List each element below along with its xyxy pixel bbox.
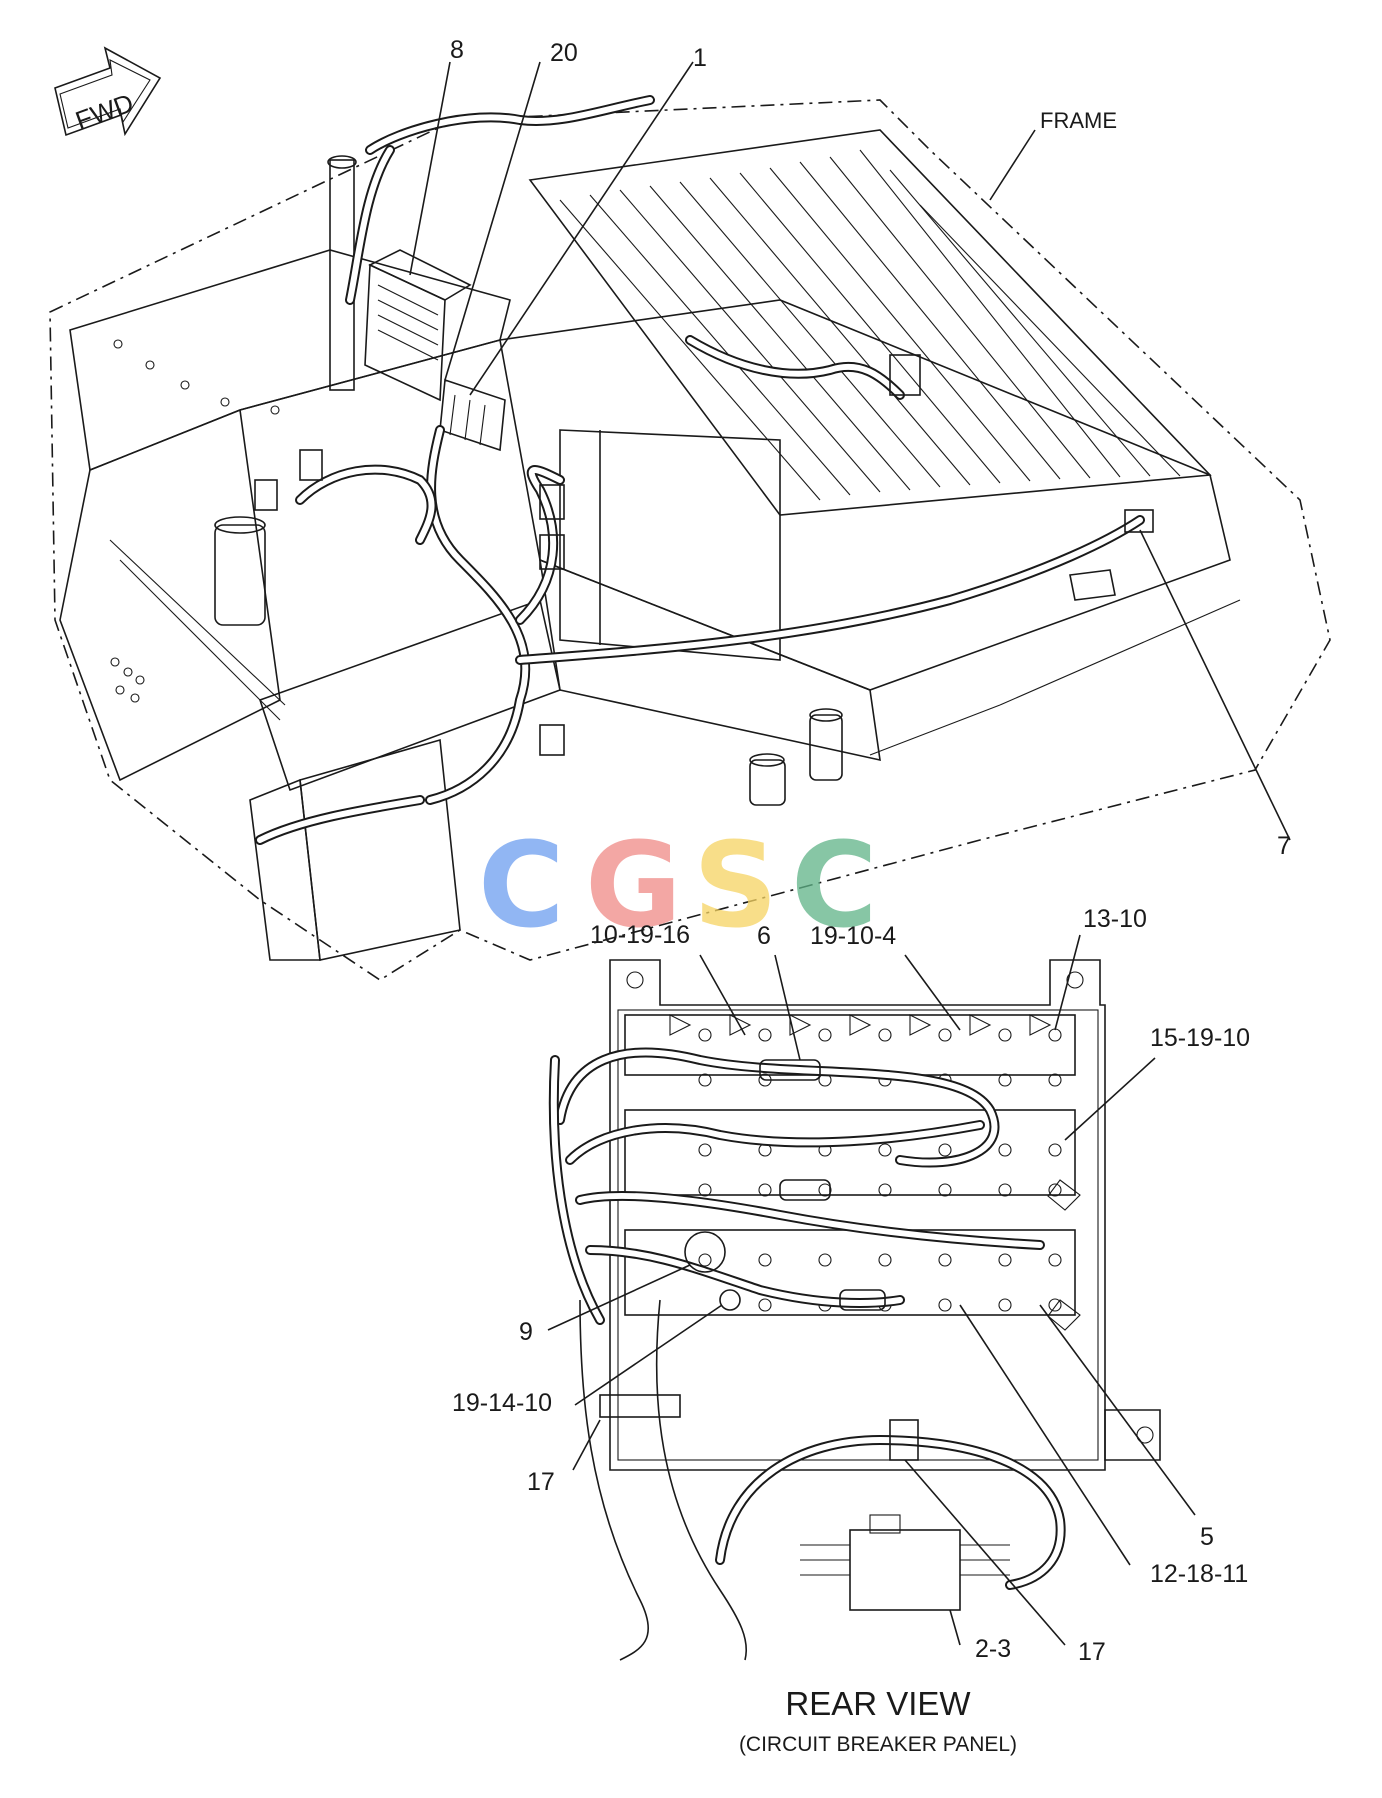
- frame-assembly: [49, 95, 1331, 981]
- grommet-9: [684, 1231, 726, 1273]
- callout-7: 7: [1277, 832, 1291, 860]
- radiator-cover: [528, 129, 1212, 516]
- clip-17: [889, 1419, 919, 1461]
- callout-15-19-10: 15-19-10: [1150, 1024, 1250, 1052]
- circuit-breaker-panel: [548, 959, 1161, 1661]
- relay-block: [439, 378, 506, 452]
- filter-canisters: [214, 516, 843, 806]
- callout-9: 9: [519, 1318, 533, 1346]
- callout-13-10: 13-10: [1083, 905, 1147, 933]
- ecm-module: [364, 249, 472, 402]
- view-subtitle: (CIRCUIT BREAKER PANEL): [739, 1733, 1017, 1756]
- watermark-letter-4: C: [791, 816, 878, 954]
- watermark-letter-1: C: [478, 816, 565, 954]
- frame-label: FRAME: [1040, 108, 1117, 133]
- callout-19-14-10: 19-14-10: [452, 1389, 552, 1417]
- connector-harness: [715, 1419, 1066, 1611]
- watermark-letter-2: G: [585, 816, 682, 954]
- callout-19-10-4: 19-10-4: [810, 922, 896, 950]
- connector-2-3: [849, 1529, 961, 1611]
- callout-10-19-16: 10-19-16: [590, 921, 690, 949]
- watermark-letter-3: S: [693, 816, 778, 954]
- leader-lines: [409, 61, 1291, 1646]
- callout-2-3: 2-3: [975, 1635, 1011, 1663]
- fwd-arrow: FWD: [54, 46, 162, 137]
- callout-1: 1: [693, 44, 707, 72]
- callout-8: 8: [450, 36, 464, 64]
- callout-5: 5: [1200, 1523, 1214, 1551]
- callout-6: 6: [757, 922, 771, 950]
- callout-17b: 17: [1078, 1638, 1106, 1666]
- nut-19-14-10: [719, 1289, 741, 1311]
- cgsc-watermark: C G S C: [478, 816, 878, 954]
- cable-bundle: [548, 1047, 1045, 1661]
- callout-20: 20: [550, 39, 578, 67]
- wiring-harness: [254, 95, 1154, 845]
- view-title: REAR VIEW: [785, 1685, 971, 1722]
- callout-17a: 17: [527, 1468, 555, 1496]
- harness-connector: [1124, 509, 1154, 533]
- callout-12-18-11: 12-18-11: [1150, 1560, 1248, 1588]
